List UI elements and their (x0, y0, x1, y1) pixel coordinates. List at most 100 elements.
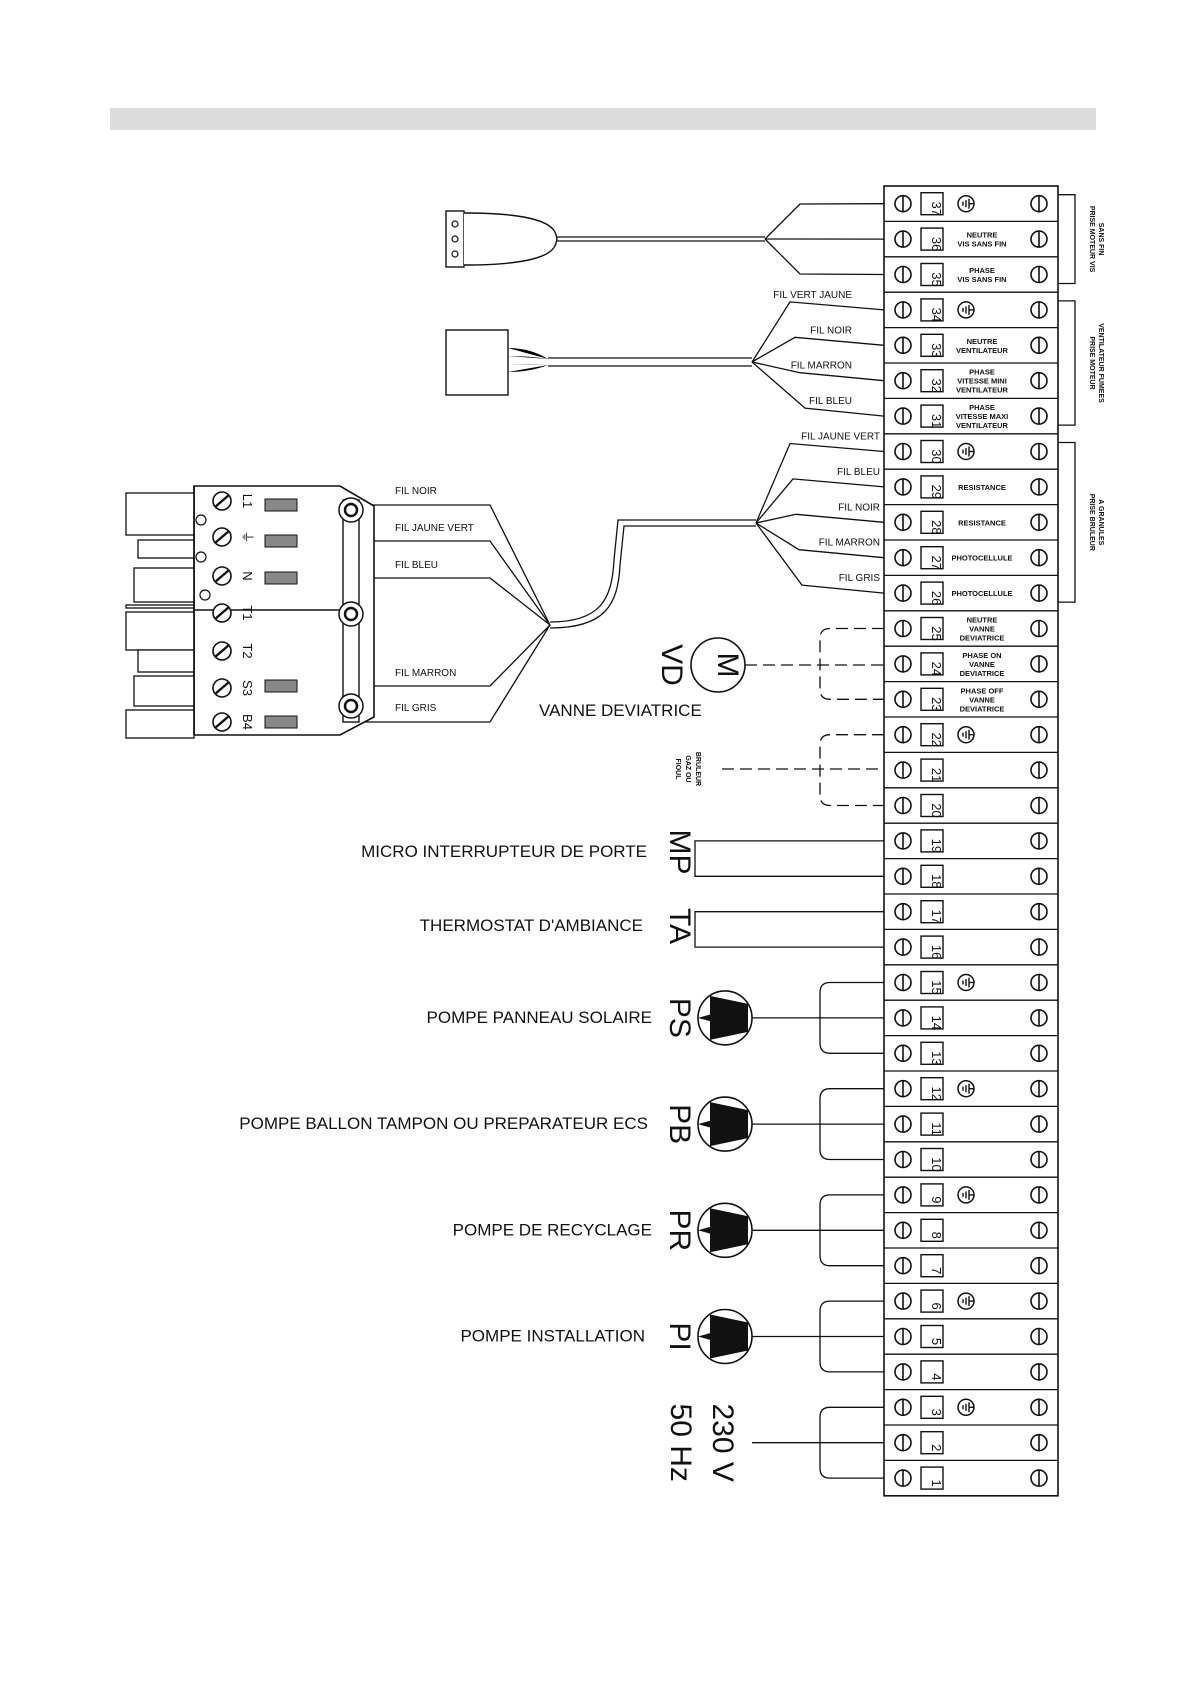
screw-icon (1030, 1469, 1048, 1487)
terminal-number-box (920, 1147, 944, 1172)
terminal-number: 30 (929, 449, 944, 463)
terminal-number: 4 (929, 1373, 944, 1380)
device-label: POMPE BALLON TAMPON OU PREPARATEUR ECS (239, 1114, 648, 1133)
terminal-2: 2 (884, 1424, 1058, 1455)
wire-clamp (264, 571, 298, 585)
terminal-6: 6 (884, 1282, 1058, 1313)
bruleur-granules-label: A GRANULES (1097, 499, 1104, 545)
terminal-number: 11 (929, 1122, 944, 1136)
screw-icon (894, 371, 912, 390)
plug-tab (137, 539, 195, 559)
terminal-3: 3 (884, 1388, 1058, 1420)
motor-icon (690, 637, 746, 693)
screw-icon (894, 1292, 912, 1310)
terminal-number: 12 (929, 1086, 944, 1100)
terminal-13: 13 (884, 1034, 1058, 1066)
screw-icon (1030, 1327, 1048, 1346)
screw-icon (1030, 442, 1048, 461)
terminal-number: 31 (929, 414, 944, 428)
terminal-number: 34 (929, 308, 944, 322)
screw-icon (894, 867, 912, 886)
terminal-description: VIS SANS FIN (957, 275, 1006, 284)
wire (751, 301, 885, 363)
terminal-description: DEVIATRICE (960, 704, 1005, 713)
terminal-number: 15 (929, 980, 944, 994)
device-label: POMPE INSTALLATION (460, 1327, 645, 1346)
screw-icon (894, 407, 912, 425)
terminal-number-box (920, 935, 944, 959)
terminal-number: 33 (929, 343, 944, 357)
screw-icon (894, 796, 912, 815)
power-frequency: 50 Hz (664, 1404, 697, 1482)
terminal-description: RESISTANCE (958, 518, 1006, 527)
terminal-number-box (920, 404, 944, 428)
screw-icon (1030, 1115, 1048, 1133)
wire-label: FIL MARRON (791, 361, 852, 372)
terminal-number-box (920, 900, 944, 924)
terminal-number: 20 (929, 803, 944, 817)
plug-tab (137, 649, 195, 673)
screw-icon (1030, 867, 1048, 886)
wire (751, 361, 885, 382)
screw-icon (894, 194, 912, 213)
terminal-description: DEVIATRICE (960, 669, 1005, 678)
screw-icon (894, 478, 912, 496)
screw-icon (1030, 938, 1048, 956)
wire-label: FIL NOIR (838, 502, 880, 513)
terminal-number: 37 (929, 201, 944, 215)
cable (548, 357, 752, 367)
plug-pin-label: T1 (240, 605, 255, 620)
nut-icon (338, 497, 364, 523)
plug-hole (195, 551, 207, 563)
terminal-description: VANNE (969, 660, 995, 669)
wire (755, 522, 885, 559)
nut-icon (338, 693, 364, 719)
terminal-number: 2 (929, 1444, 944, 1451)
screw-icon (894, 301, 912, 319)
cable (549, 519, 756, 629)
screw-icon (1030, 371, 1048, 390)
plug-screw-icon (212, 712, 232, 732)
terminal-number: 7 (929, 1267, 944, 1274)
screw-icon (894, 1115, 912, 1133)
terminal-number-box (920, 829, 944, 853)
terminal-description: PHASE (969, 266, 995, 275)
terminal-description: VANNE (969, 695, 995, 704)
screw-icon (1030, 407, 1048, 425)
plug-tab (125, 604, 195, 609)
wire-label: FIL BLEU (809, 396, 852, 407)
terminal-number-box (920, 687, 944, 711)
terminal-number-box (920, 1218, 944, 1243)
terminal-number: 25 (929, 626, 944, 640)
terminal-number-box (920, 1183, 944, 1207)
wire-label: FIL MARRON (395, 668, 456, 679)
thermostat-link (694, 911, 884, 948)
screw-icon (894, 1256, 912, 1275)
earth-symbol-icon (957, 1186, 975, 1204)
screw-icon (1030, 548, 1048, 567)
wire-label: FIL NOIR (395, 486, 437, 497)
wire-label: FIL JAUNE VERT (395, 523, 474, 534)
bracket-line (1058, 194, 1076, 285)
terminal-number: 13 (929, 1051, 944, 1065)
screw-icon (894, 1433, 912, 1452)
terminal-number: 5 (929, 1338, 944, 1345)
pump-icon (697, 1096, 753, 1152)
terminal-description: PHASE ON (962, 651, 1001, 660)
terminal-description: VITESSE MAXI (956, 412, 1009, 421)
screw-icon (894, 832, 912, 850)
wire (508, 364, 548, 365)
screw-icon (894, 938, 912, 956)
screw-icon (1030, 194, 1048, 213)
earth-symbol-icon (957, 1398, 975, 1417)
wire (755, 513, 885, 524)
screw-icon (894, 1327, 912, 1346)
plug-screw-icon (212, 641, 232, 661)
terminal-number-box (920, 864, 944, 888)
